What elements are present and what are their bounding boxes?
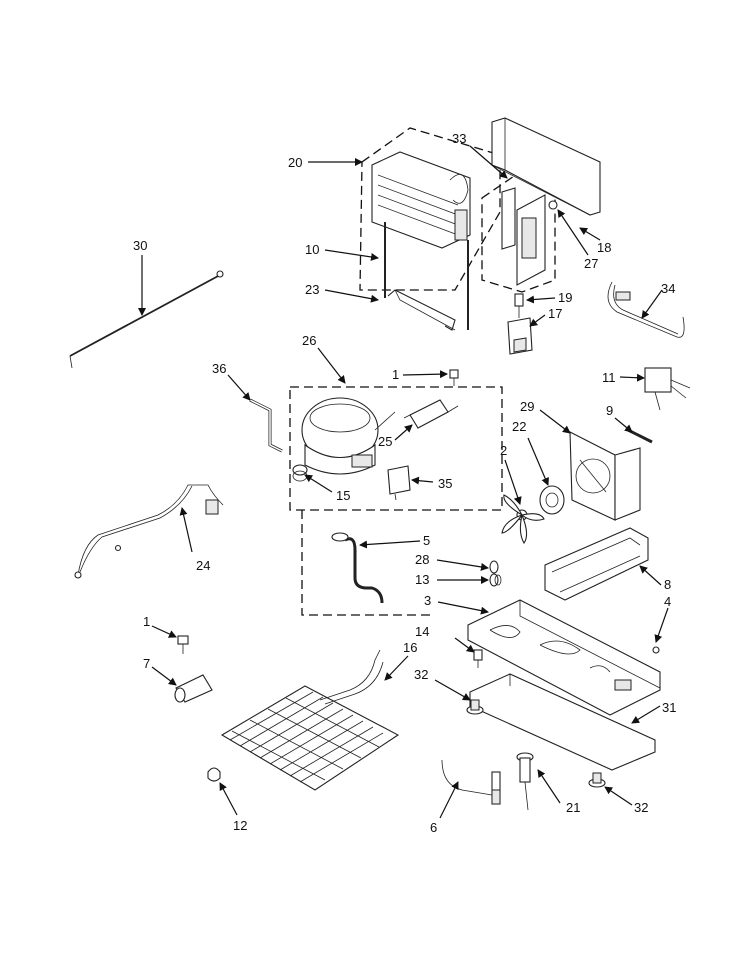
tube-part xyxy=(174,674,213,703)
callout-28: 28 xyxy=(415,552,429,567)
cover-plate-part xyxy=(469,673,656,771)
relay-part xyxy=(387,465,411,501)
callout-5: 5 xyxy=(423,533,430,548)
condenser-coil-part xyxy=(220,649,400,791)
grommet-part xyxy=(292,464,308,482)
leader-lines xyxy=(138,145,669,819)
callout-3: 3 xyxy=(424,593,431,608)
callout-24: 24 xyxy=(196,558,210,573)
compressor-part xyxy=(301,397,396,475)
base-pan-part xyxy=(467,599,661,716)
callout-8: 8 xyxy=(664,577,671,592)
screw-part xyxy=(177,635,189,654)
callout-17: 17 xyxy=(548,306,562,321)
screw-part-3 xyxy=(449,369,459,386)
callout-25: 25 xyxy=(378,434,392,449)
defrost-heater-part xyxy=(384,222,469,331)
callout-26: 26 xyxy=(302,333,316,348)
callout-15: 15 xyxy=(336,488,350,503)
process-tube-part xyxy=(249,398,283,453)
drain-pan-part xyxy=(544,527,649,601)
callout-23: 23 xyxy=(305,282,319,297)
callout-32-right: 32 xyxy=(634,800,648,815)
callout-1-left: 1 xyxy=(143,614,150,629)
callout-13: 13 xyxy=(415,572,429,587)
drain-tube-part xyxy=(331,532,384,604)
callout-32-left: 32 xyxy=(414,667,428,682)
callout-34: 34 xyxy=(661,281,675,296)
clip-part xyxy=(207,767,221,782)
screw-and-clip-part xyxy=(507,293,533,355)
callout-18: 18 xyxy=(597,240,611,255)
wire-part xyxy=(69,270,224,369)
callout-14: 14 xyxy=(415,624,429,639)
callout-22: 22 xyxy=(512,419,526,434)
compressor-assembly-outline xyxy=(289,386,503,616)
duct-part xyxy=(491,117,601,216)
callout-27: 27 xyxy=(584,256,598,271)
sensor-part xyxy=(516,752,534,811)
filter-drier-part xyxy=(403,399,459,429)
leveling-foot-part xyxy=(466,699,484,715)
callout-2: 2 xyxy=(500,443,507,458)
harness-part xyxy=(607,281,685,338)
callout-12: 12 xyxy=(233,818,247,833)
callout-labels: 20 33 10 23 18 27 30 34 19 17 26 1 36 11… xyxy=(133,131,676,835)
callout-21: 21 xyxy=(566,800,580,815)
wiring-harness-part xyxy=(74,484,224,579)
switch-part xyxy=(644,367,691,411)
grommet-pair-part xyxy=(489,560,502,587)
heater-wire-part xyxy=(441,759,501,805)
fan-blade-part xyxy=(501,494,545,544)
callout-11: 11 xyxy=(602,370,616,385)
duct-cover-part xyxy=(501,187,546,286)
evaporator-coil-part xyxy=(371,151,471,249)
callout-20: 20 xyxy=(288,155,302,170)
callout-29: 29 xyxy=(520,399,534,414)
callout-7: 7 xyxy=(143,656,150,671)
callout-4: 4 xyxy=(664,594,671,609)
callout-1-top: 1 xyxy=(392,367,399,382)
callout-33: 33 xyxy=(452,131,466,146)
leveling-foot-part-2 xyxy=(588,772,606,788)
callout-31: 31 xyxy=(662,700,676,715)
callout-16: 16 xyxy=(403,640,417,655)
callout-9: 9 xyxy=(606,403,613,418)
screw-part-2 xyxy=(473,649,483,668)
callout-19: 19 xyxy=(558,290,572,305)
callout-30: 30 xyxy=(133,238,147,253)
callout-36: 36 xyxy=(212,361,226,376)
fan-shroud-part xyxy=(569,431,641,521)
fan-motor-part xyxy=(539,485,565,515)
callout-10: 10 xyxy=(305,242,319,257)
callout-35: 35 xyxy=(438,476,452,491)
callout-6: 6 xyxy=(430,820,437,835)
